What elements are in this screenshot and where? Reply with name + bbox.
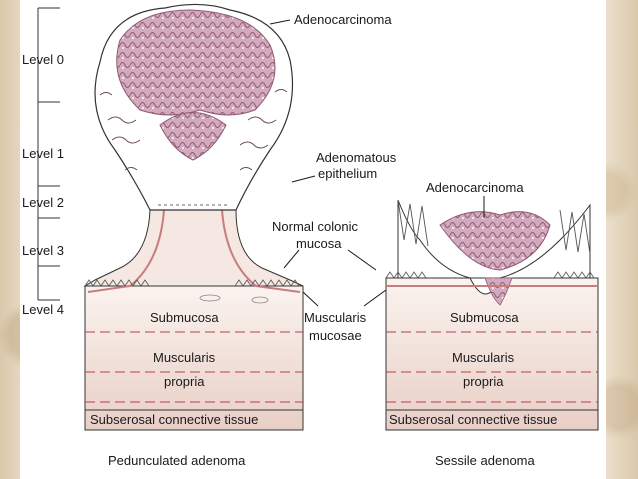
level-2-label: Level 2	[22, 195, 64, 210]
ped-muscularis-label: Muscularis	[153, 350, 216, 365]
ped-subserosal-label: Subserosal connective tissue	[90, 412, 258, 427]
normal-colonic-label: Normal colonic	[272, 219, 358, 234]
pedunculated-adenoma	[83, 3, 304, 431]
ped-caption: Pedunculated adenoma	[108, 453, 246, 468]
level-1-label: Level 1	[22, 146, 64, 161]
muscularis-mucosae-label-1: Muscularis	[304, 310, 367, 325]
adenocarcinoma-right-label: Adenocarcinoma	[426, 180, 524, 195]
ses-submucosa-label: Submucosa	[450, 310, 519, 325]
leader-lines	[269, 19, 485, 307]
epithelium-label: epithelium	[318, 166, 377, 181]
adenocarcinoma-top-label: Adenocarcinoma	[294, 12, 392, 27]
adenomatous-label: Adenomatous	[316, 150, 397, 165]
level-3-label: Level 3	[22, 243, 64, 258]
mucosa-label: mucosa	[296, 236, 342, 251]
sessile-adenoma	[385, 199, 599, 431]
level-4-label: Level 4	[22, 302, 64, 317]
ped-propria-label: propria	[164, 374, 205, 389]
muscularis-mucosae-label-2: mucosae	[309, 328, 362, 343]
level-bracket	[37, 7, 60, 301]
ses-propria-label: propria	[463, 374, 504, 389]
ses-subserosal-label: Subserosal connective tissue	[389, 412, 557, 427]
ped-submucosa-label: Submucosa	[150, 310, 219, 325]
level-0-label: Level 0	[22, 52, 64, 67]
ses-muscularis-label: Muscularis	[452, 350, 515, 365]
ses-caption: Sessile adenoma	[435, 453, 535, 468]
